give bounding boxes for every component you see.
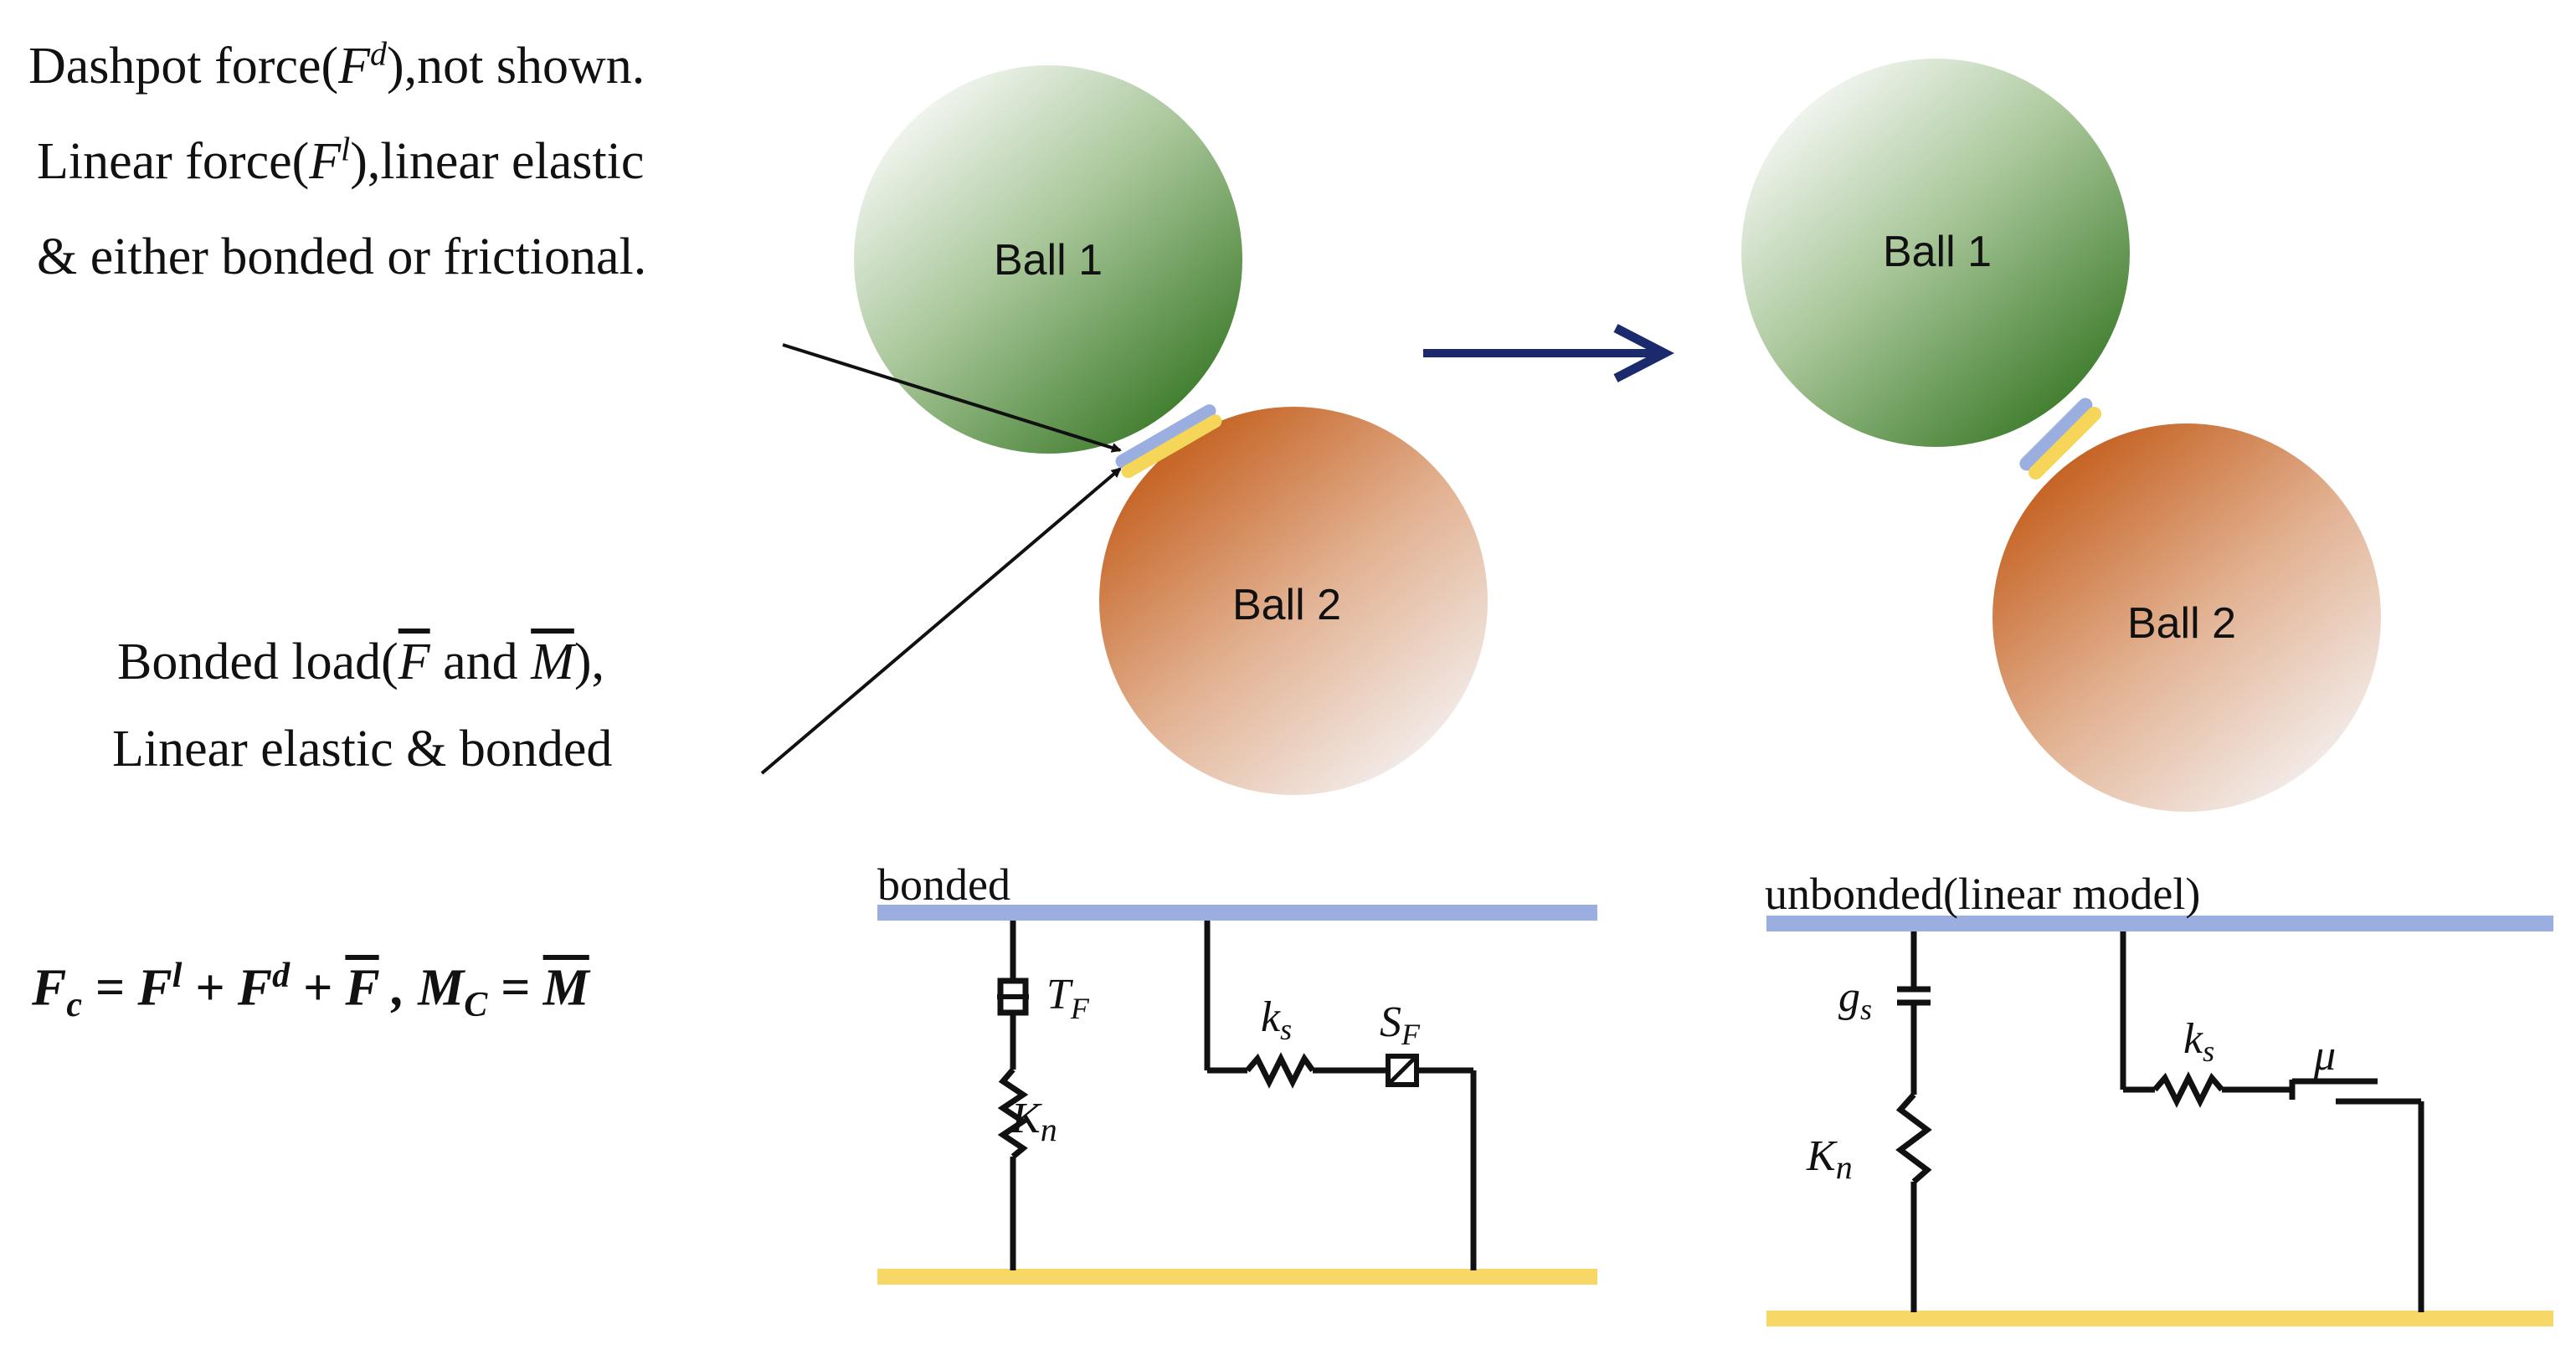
ball-2-left-label: Ball 2	[1232, 581, 1341, 629]
ball-1-left-label: Ball 1	[994, 236, 1103, 285]
unbonded-bottom-wall	[1766, 1311, 2553, 1326]
force-equation: Fc = Fl + Fd + F , MC = M	[32, 957, 589, 1025]
ball-1-right-label: Ball 1	[1883, 228, 1992, 276]
unbonded-title: unbonded(linear model)	[1765, 869, 2200, 919]
unbonded-circuit	[1766, 916, 2553, 1326]
dashpot-pointer-arrow	[782, 343, 1122, 453]
normal-label-unbonded: Kn	[1806, 1132, 1853, 1186]
dashpot-annotation: Dashpot force(Fd),not shown.	[28, 34, 645, 95]
bonded-load-annotation: Bonded load(F and M),	[117, 634, 604, 690]
unbonded-top-wall	[1766, 916, 2553, 931]
friction-label: μ	[2313, 1032, 2336, 1080]
bond-left	[1115, 404, 1222, 479]
shear-strength-label: SF	[1380, 998, 1421, 1051]
ball-1-left	[854, 65, 1242, 454]
linear-bonded-annotation: Linear elastic & bonded	[112, 721, 613, 777]
ball-2-right	[1992, 423, 2381, 812]
shear-spring-label-bonded: ks	[1261, 993, 1292, 1046]
normal-label-bonded: Kn	[1010, 1095, 1057, 1148]
transition-arrow	[1423, 324, 1674, 382]
shear-spring-unbonded	[2152, 1071, 2224, 1108]
gap-label: gs	[1838, 973, 1872, 1026]
bonded-top-wall	[877, 905, 1597, 921]
either-annotation: & either bonded or frictional.	[37, 228, 647, 285]
bond-right	[2019, 398, 2102, 480]
shear-spring-label-unbonded: ks	[2183, 1015, 2214, 1068]
linear-force-annotation: Linear force(Fl),linear elastic	[37, 130, 645, 190]
normal-spring-unbonded	[1895, 1092, 1932, 1184]
ball-1-right	[1741, 59, 2130, 447]
bonded-load-pointer-arrow	[760, 467, 1122, 775]
ball-2-right-label: Ball 2	[2127, 599, 2236, 648]
bonded-bottom-wall	[877, 1269, 1597, 1285]
normal-spring	[997, 1067, 1029, 1159]
shear-spring	[1245, 1052, 1315, 1089]
tension-label: TF	[1046, 971, 1090, 1025]
bonded-title: bonded	[877, 859, 1010, 910]
bonded-circuit	[877, 905, 1597, 1285]
ball-2-left	[1099, 407, 1488, 795]
